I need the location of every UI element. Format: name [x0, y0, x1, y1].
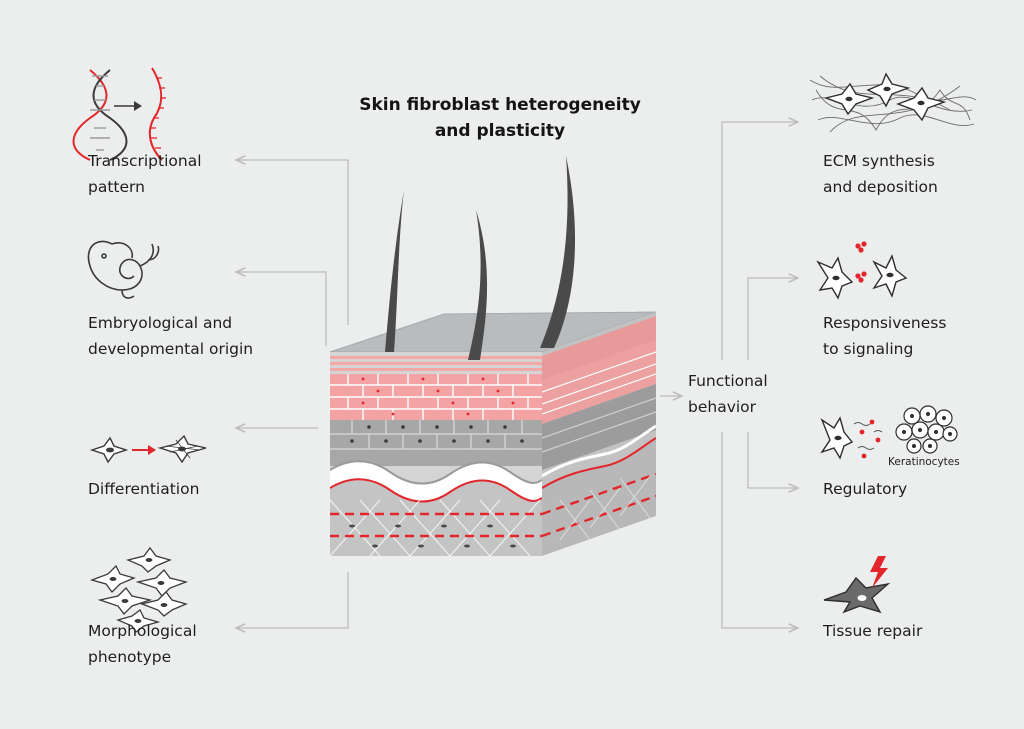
- ecm-network-icon: [809, 72, 977, 133]
- dna-transcription-icon: [72, 67, 166, 161]
- label-morphological-phenotype: Morphological phenotype: [88, 618, 197, 670]
- label-line: Regulatory: [823, 480, 908, 498]
- label-line: Embryological and: [88, 314, 233, 332]
- fibroblast-cluster-icon: [89, 546, 189, 633]
- hair-strands: [385, 156, 576, 360]
- keratinocytes-label: Keratinocytes: [888, 456, 960, 468]
- label-line: Transcriptional: [88, 152, 202, 170]
- embryo-icon: [87, 240, 160, 299]
- differentiation-cells-icon: [89, 434, 207, 464]
- label-line: Morphological: [88, 622, 197, 640]
- label-embryological-origin: Embryological and developmental origin: [88, 310, 253, 362]
- label-transcriptional-pattern: Transcriptional pattern: [88, 148, 202, 200]
- label-functional-behavior: Functional behavior: [688, 368, 768, 420]
- label-line: Functional: [688, 372, 768, 390]
- label-line: Differentiation: [88, 480, 200, 498]
- label-line: ECM synthesis: [823, 152, 935, 170]
- label-line: Responsiveness: [823, 314, 947, 332]
- regulatory-cells-icon: [820, 405, 958, 460]
- left-connectors: [236, 160, 349, 628]
- label-differentiation: Differentiation: [88, 476, 199, 502]
- label-line: to signaling: [823, 340, 914, 358]
- skin-block: [329, 156, 657, 556]
- label-line: and deposition: [823, 178, 938, 196]
- label-line: phenotype: [88, 648, 172, 666]
- label-line: Tissue repair: [823, 622, 923, 640]
- title-line-2: and plasticity: [434, 121, 566, 141]
- label-responsiveness: Responsiveness to signaling: [823, 310, 946, 362]
- skin-top-face: [330, 312, 656, 352]
- skin-front-face: [330, 352, 542, 556]
- diagram-title: Skin fibroblast heterogeneity and plasti…: [300, 92, 700, 144]
- right-connectors: [660, 122, 798, 628]
- label-tissue-repair: Tissue repair: [823, 618, 922, 644]
- label-regulatory: Regulatory: [823, 476, 907, 502]
- label-line: pattern: [88, 178, 145, 196]
- label-line: developmental origin: [88, 340, 254, 358]
- signaling-cells-icon: [816, 241, 908, 300]
- label-line: behavior: [688, 398, 757, 416]
- skin-side-face: [542, 312, 656, 556]
- title-line-1: Skin fibroblast heterogeneity: [359, 95, 641, 115]
- label-ecm-synthesis: ECM synthesis and deposition: [823, 148, 938, 200]
- injured-cell-icon: [823, 556, 891, 614]
